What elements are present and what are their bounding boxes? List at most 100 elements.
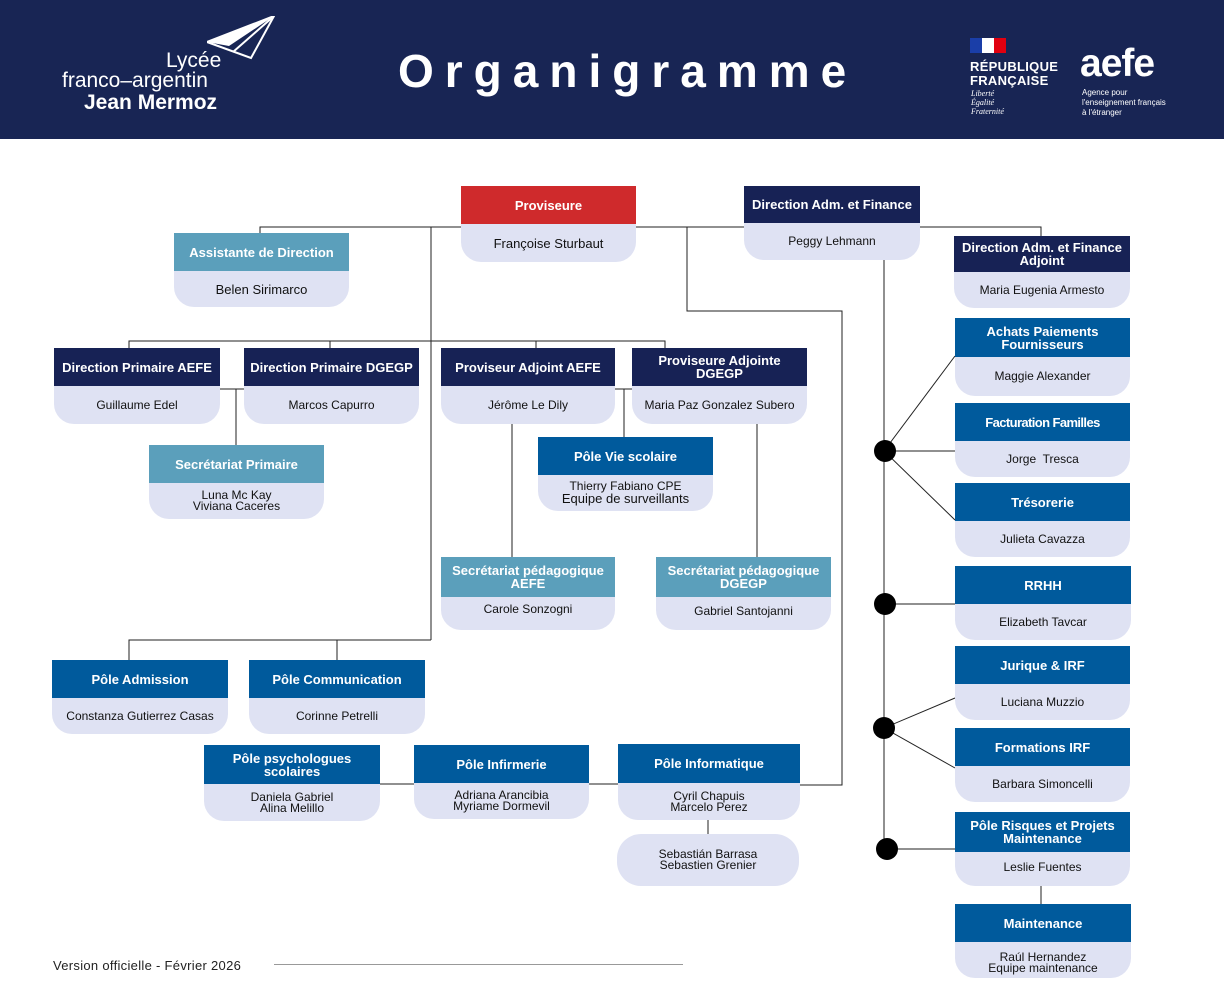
node-achats: Achats Paiements Fournisseurs Maggie Ale… bbox=[955, 318, 1130, 396]
node-people: Sebastián Barrasa Sebastien Grenier bbox=[658, 847, 758, 872]
node-title: Secrétariat Primaire bbox=[149, 445, 324, 483]
node-direction-primaire-aefe: Direction Primaire AEFE Guillaume Edel bbox=[54, 348, 220, 424]
node-people: Jorge Tresca bbox=[1006, 451, 1079, 466]
node-rrhh: RRHH Elizabeth Tavcar bbox=[955, 566, 1131, 640]
node-title: Maintenance bbox=[955, 904, 1131, 942]
node-people-extra: Equipe de surveillants bbox=[561, 491, 690, 506]
aefe-tagline-1: Agence pour bbox=[1082, 88, 1128, 97]
republique-motto: Liberté Égalité Fraternité bbox=[971, 89, 1004, 116]
node-title: Pôle psychologues scolaires bbox=[204, 745, 380, 784]
francaise-label: FRANÇAISE bbox=[970, 73, 1049, 88]
node-pole-informatique: Pôle Informatique Cyril Chapuis Marcelo … bbox=[618, 744, 800, 820]
node-secretariat-pedagogique-aefe: Secrétariat pédagogique AEFE Carole Sonz… bbox=[441, 557, 615, 630]
node-title: Assistante de Direction bbox=[174, 233, 349, 271]
node-people: Jérôme Le Dily bbox=[487, 397, 569, 412]
node-title: Jurique & IRF bbox=[955, 646, 1130, 684]
node-people: Barbara Simoncelli bbox=[992, 776, 1093, 791]
motto-egalite: Égalité bbox=[971, 98, 995, 107]
node-people: Thierry Fabiano CPE bbox=[569, 479, 682, 493]
node-title: Pôle Communication bbox=[249, 660, 425, 698]
node-people: Carole Sonzogni bbox=[483, 602, 573, 616]
node-title: Trésorerie bbox=[955, 483, 1130, 521]
node-proviseure: Proviseure Françoise Sturbaut bbox=[461, 186, 636, 262]
node-people: Luna Mc Kay Viviana Caceres bbox=[192, 488, 281, 513]
node-people: Guillaume Edel bbox=[96, 397, 178, 412]
page-title: Organigramme bbox=[398, 45, 858, 97]
node-title: Secrétariat pédagogique AEFE bbox=[441, 557, 615, 597]
paper-plane-icon bbox=[207, 16, 275, 60]
node-people: Adriana Arancibia Myriame Dormevil bbox=[453, 788, 550, 813]
node-title: Formations IRF bbox=[955, 728, 1130, 766]
motto-liberte: Liberté bbox=[971, 89, 995, 98]
node-people: Luciana Muzzio bbox=[1000, 694, 1085, 709]
node-title: Direction Adm. et Finance Adjoint bbox=[954, 236, 1130, 272]
aefe-tagline-3: à l'étranger bbox=[1082, 108, 1122, 117]
school-logo-line1: Lycée bbox=[166, 49, 222, 72]
node-daf-adjoint: Direction Adm. et Finance Adjoint Maria … bbox=[954, 236, 1130, 308]
page-header: Lycée franco–argentin Jean Mermoz Organi… bbox=[0, 0, 1224, 139]
node-title: Facturation Familles bbox=[955, 403, 1130, 441]
version-footer: Version officielle - Février 2026 bbox=[53, 958, 242, 973]
node-pole-psychologues: Pôle psychologues scolaires Daniela Gabr… bbox=[204, 745, 380, 821]
node-people: Maria Paz Gonzalez Subero bbox=[644, 397, 795, 412]
node-people: Maria Eugenia Armesto bbox=[979, 282, 1105, 297]
node-people: Belen Sirimarco bbox=[215, 281, 308, 297]
node-pole-communication: Pôle Communication Corinne Petrelli bbox=[249, 660, 425, 734]
node-tresorerie: Trésorerie Julieta Cavazza bbox=[955, 483, 1130, 557]
node-title: Direction Adm. et Finance bbox=[744, 186, 920, 223]
aefe-tagline: Agence pour l'enseignement français à l'… bbox=[1082, 88, 1166, 118]
node-title: RRHH bbox=[955, 566, 1131, 604]
french-flag-icon bbox=[970, 38, 1006, 53]
node-people: Constanza Gutierrez Casas bbox=[66, 708, 214, 723]
aefe-tagline-2: l'enseignement français bbox=[1082, 98, 1166, 107]
node-informatique-team: Sebastián Barrasa Sebastien Grenier bbox=[617, 834, 799, 886]
school-logo-line2: franco–argentin bbox=[62, 69, 208, 92]
node-pole-admission: Pôle Admission Constanza Gutierrez Casas bbox=[52, 660, 228, 734]
node-title: Pôle Vie scolaire bbox=[538, 437, 713, 475]
node-pole-vie-scolaire: Pôle Vie scolaire Thierry Fabiano CPE Eq… bbox=[538, 437, 713, 511]
node-secretariat-pedagogique-dgegp: Secrétariat pédagogique DGEGP Gabriel Sa… bbox=[656, 557, 831, 630]
footer-divider bbox=[274, 964, 683, 965]
node-secretariat-primaire: Secrétariat Primaire Luna Mc Kay Viviana… bbox=[149, 445, 324, 519]
node-people: Elizabeth Tavcar bbox=[999, 614, 1087, 629]
node-people: Peggy Lehmann bbox=[788, 234, 876, 248]
node-daf: Direction Adm. et Finance Peggy Lehmann bbox=[744, 186, 920, 260]
node-people: Maggie Alexander bbox=[994, 369, 1091, 383]
node-risques: Pôle Risques et Projets Maintenance Lesl… bbox=[955, 812, 1130, 886]
node-people: Gabriel Santojanni bbox=[694, 604, 793, 618]
node-people: Daniela Gabriel Alina Melillo bbox=[250, 789, 334, 815]
node-title: Secrétariat pédagogique DGEGP bbox=[656, 557, 831, 597]
school-logo-line3: Jean Mermoz bbox=[84, 91, 218, 114]
node-people: Marcos Capurro bbox=[288, 397, 375, 412]
node-people: Raúl Hernandez Equipe maintenance bbox=[988, 950, 1098, 975]
node-people: Leslie Fuentes bbox=[1003, 859, 1082, 874]
connector-dot bbox=[873, 717, 895, 739]
node-title: Direction Primaire AEFE bbox=[54, 348, 220, 386]
aefe-name: aefe bbox=[1080, 42, 1155, 85]
node-people: Françoise Sturbaut bbox=[493, 235, 604, 251]
node-facturation: Facturation Familles Jorge Tresca bbox=[955, 403, 1130, 477]
connector-dot bbox=[874, 593, 896, 615]
node-proviseure-adjointe-dgegp: Proviseure Adjointe DGEGP Maria Paz Gonz… bbox=[632, 348, 807, 424]
node-people: Julieta Cavazza bbox=[1000, 531, 1085, 546]
node-people: Cyril Chapuis Marcelo Perez bbox=[670, 788, 748, 814]
node-formations: Formations IRF Barbara Simoncelli bbox=[955, 728, 1130, 802]
connector-dot bbox=[874, 440, 896, 462]
node-title: Proviseure Adjointe DGEGP bbox=[632, 348, 807, 386]
node-title: Pôle Informatique bbox=[618, 744, 800, 783]
node-title: Direction Primaire DGEGP bbox=[244, 348, 419, 386]
node-pole-infirmerie: Pôle Infirmerie Adriana Arancibia Myriam… bbox=[414, 745, 589, 819]
node-people-group: Thierry Fabiano CPE Equipe de surveillan… bbox=[538, 475, 713, 511]
node-title: Pôle Infirmerie bbox=[414, 745, 589, 783]
node-title: Proviseur Adjoint AEFE bbox=[441, 348, 615, 386]
node-people: Corinne Petrelli bbox=[295, 708, 379, 723]
node-title: Achats Paiements Fournisseurs bbox=[955, 318, 1130, 357]
node-title: Pôle Risques et Projets Maintenance bbox=[955, 812, 1130, 852]
node-title: Pôle Admission bbox=[52, 660, 228, 698]
node-direction-primaire-dgegp: Direction Primaire DGEGP Marcos Capurro bbox=[244, 348, 419, 424]
republique-label: RÉPUBLIQUE bbox=[970, 59, 1059, 74]
node-title: Proviseure bbox=[461, 186, 636, 224]
motto-fraternite: Fraternité bbox=[971, 107, 1004, 116]
node-maintenance: Maintenance Raúl Hernandez Equipe mainte… bbox=[955, 904, 1131, 978]
